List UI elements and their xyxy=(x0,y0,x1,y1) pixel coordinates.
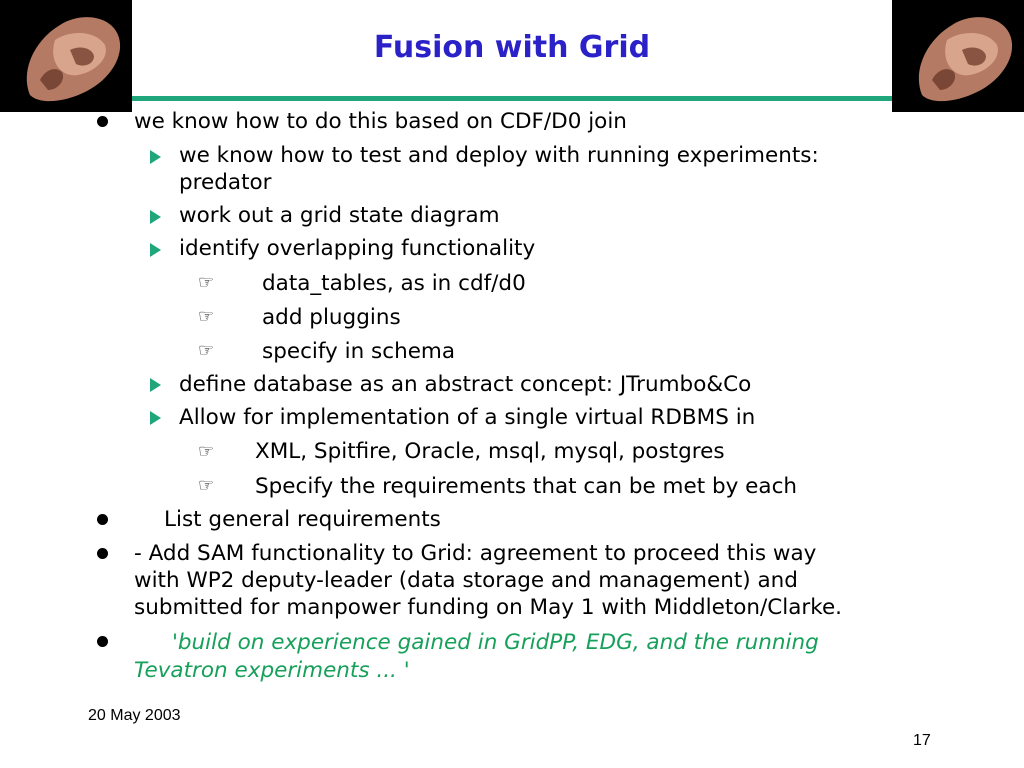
corner-logo-right xyxy=(892,0,1024,112)
bullet-3-line-1: - Add SAM functionality to Grid: agreeme… xyxy=(134,541,817,566)
sub-bullet-1a-continuation: predator xyxy=(179,170,272,195)
tertiary-4-text: XML, Spitfire, Oracle, msql, mysql, post… xyxy=(255,439,725,464)
bullet-icon xyxy=(97,514,108,525)
arrowhead-bullet-icon xyxy=(150,411,161,425)
pointing-hand-icon: ☞ xyxy=(198,340,215,361)
arrowhead-bullet-icon xyxy=(150,378,161,392)
bullet-icon xyxy=(97,636,108,647)
sub-bullet-1a-text: we know how to test and deploy with runn… xyxy=(179,143,819,168)
tertiary-3-text: specify in schema xyxy=(262,339,456,364)
bullet-icon xyxy=(97,548,108,559)
arrowhead-bullet-icon xyxy=(150,243,161,257)
bullet-4-quote-line-2: Tevatron experiments ... ' xyxy=(134,658,410,683)
bullet-icon xyxy=(97,116,108,127)
arrowhead-bullet-icon xyxy=(150,150,161,164)
grid-logo-icon xyxy=(0,0,132,112)
sub-bullet-1b-text: work out a grid state diagram xyxy=(179,203,500,228)
pointing-hand-icon: ☞ xyxy=(198,306,215,327)
bullet-3-line-2: with WP2 deputy-leader (data storage and… xyxy=(134,568,798,593)
page-number: 17 xyxy=(913,732,931,749)
corner-logo-left xyxy=(0,0,132,112)
grid-logo-icon xyxy=(892,0,1024,112)
arrowhead-bullet-icon xyxy=(150,210,161,224)
footer-date: 20 May 2003 xyxy=(88,707,181,724)
bullet-1-text: we know how to do this based on CDF/D0 j… xyxy=(134,109,627,134)
title-underline xyxy=(132,96,892,101)
pointing-hand-icon: ☞ xyxy=(198,441,215,462)
tertiary-2-text: add pluggins xyxy=(262,305,401,330)
sub-bullet-1c-text: identify overlapping functionality xyxy=(179,236,536,261)
tertiary-5-text: Specify the requirements that can be met… xyxy=(255,474,798,499)
pointing-hand-icon: ☞ xyxy=(198,272,215,293)
bullet-2-text: List general requirements xyxy=(164,507,441,532)
slide-title: Fusion with Grid xyxy=(373,30,651,65)
pointing-hand-icon: ☞ xyxy=(198,475,215,496)
bullet-3-line-3: submitted for manpower funding on May 1 … xyxy=(134,595,843,620)
sub-bullet-1d-text: define database as an abstract concept: … xyxy=(179,372,752,397)
sub-bullet-1e-text: Allow for implementation of a single vir… xyxy=(179,405,756,430)
bullet-4-quote-line-1: 'build on experience gained in GridPP, E… xyxy=(172,630,819,655)
tertiary-1-text: data_tables, as in cdf/d0 xyxy=(262,271,526,296)
